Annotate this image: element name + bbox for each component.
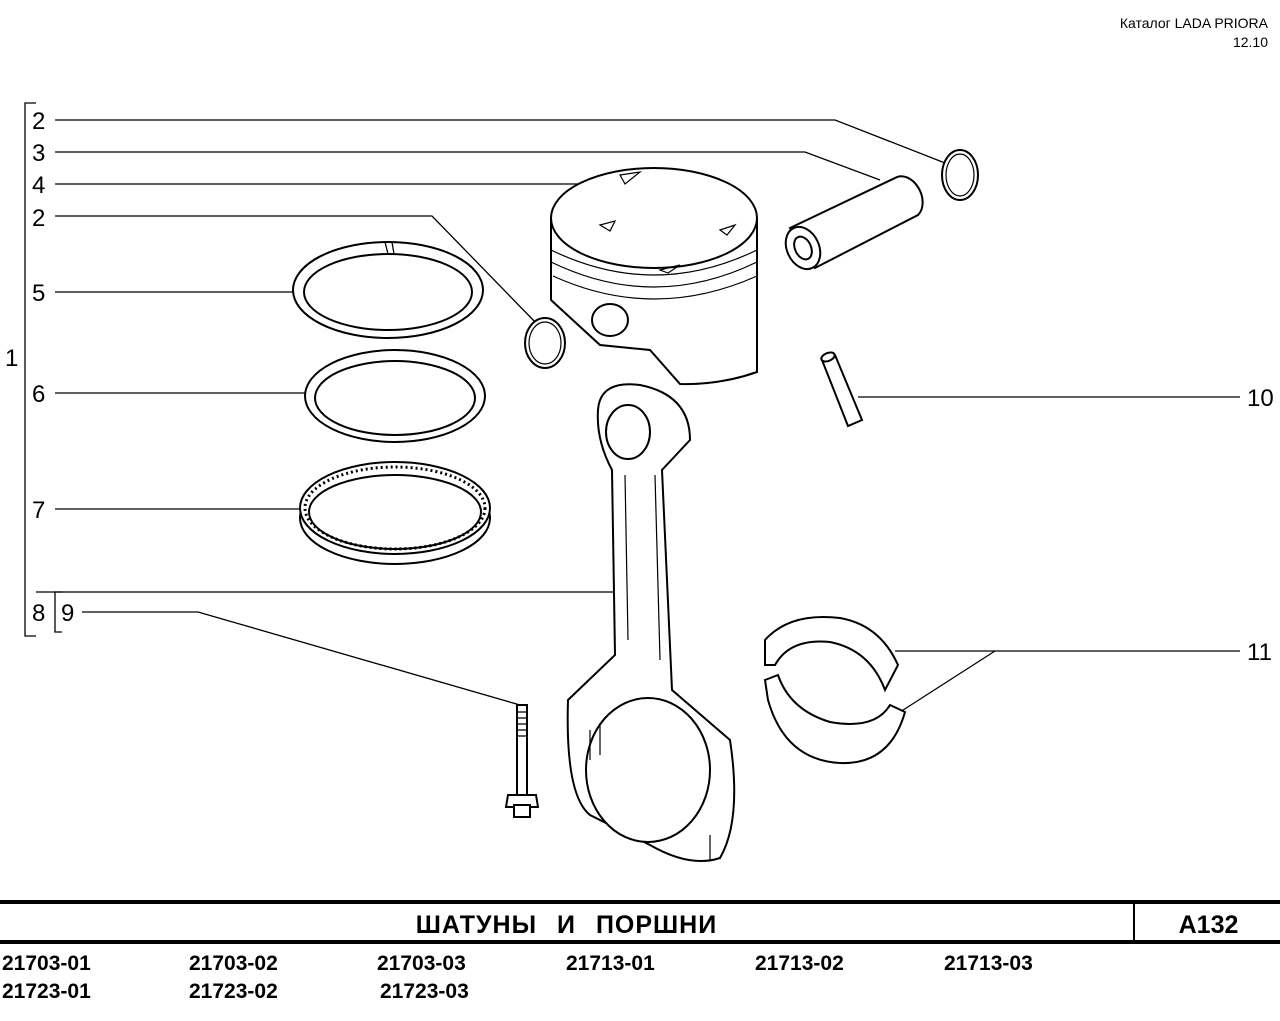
callout-10: 10 [1247,385,1274,412]
callout-9: 9 [61,600,74,627]
parts-diagram: 1 2 3 4 2 5 6 7 8 9 10 11 [5,102,1274,862]
piston-ring-5 [292,241,484,339]
callout-4: 4 [32,172,45,199]
title-bar: ШАТУНЫ И ПОРШНИ A132 [0,900,1280,944]
model-code: 21723-01 [2,980,91,1003]
model-code: 21723-02 [189,980,278,1003]
model-code: 21703-03 [377,952,466,975]
callout-2-upper: 2 [32,108,45,135]
callout-8: 8 [32,600,45,627]
catalog-header: Каталог LADA PRIORA 12.10 [1120,14,1268,52]
model-code: 21713-03 [944,952,1033,975]
bearing-shells-11 [763,615,907,765]
piston-pin-3 [784,175,924,271]
connecting-rod-8 [566,383,736,862]
callout-11: 11 [1247,639,1272,666]
callout-5: 5 [32,280,45,307]
catalog-name: Каталог LADA PRIORA [1119,15,1268,31]
leader-lines [36,119,1240,713]
oil-ring-7 [299,461,491,565]
model-code: 21723-03 [380,980,469,1003]
circlip-lower [524,317,566,369]
callout-2-lower: 2 [32,205,45,232]
model-code: 21713-02 [755,952,844,975]
page-code: A132 [1133,904,1280,940]
model-code: 21703-02 [189,952,278,975]
conrod-bolt-9 [504,704,540,818]
circlip-upper [941,149,979,201]
model-code: 21703-01 [2,952,91,975]
piston-4 [550,167,758,386]
callout-7: 7 [32,497,45,524]
model-code: 21713-01 [566,952,655,975]
page-title: ШАТУНЫ И ПОРШНИ [415,911,718,939]
piston-ring-6 [304,349,486,443]
callout-6: 6 [32,381,45,408]
callout-1: 1 [5,345,18,372]
pin-10 [820,351,864,428]
catalog-date: 12.10 [1232,34,1268,50]
callout-3: 3 [32,140,45,167]
